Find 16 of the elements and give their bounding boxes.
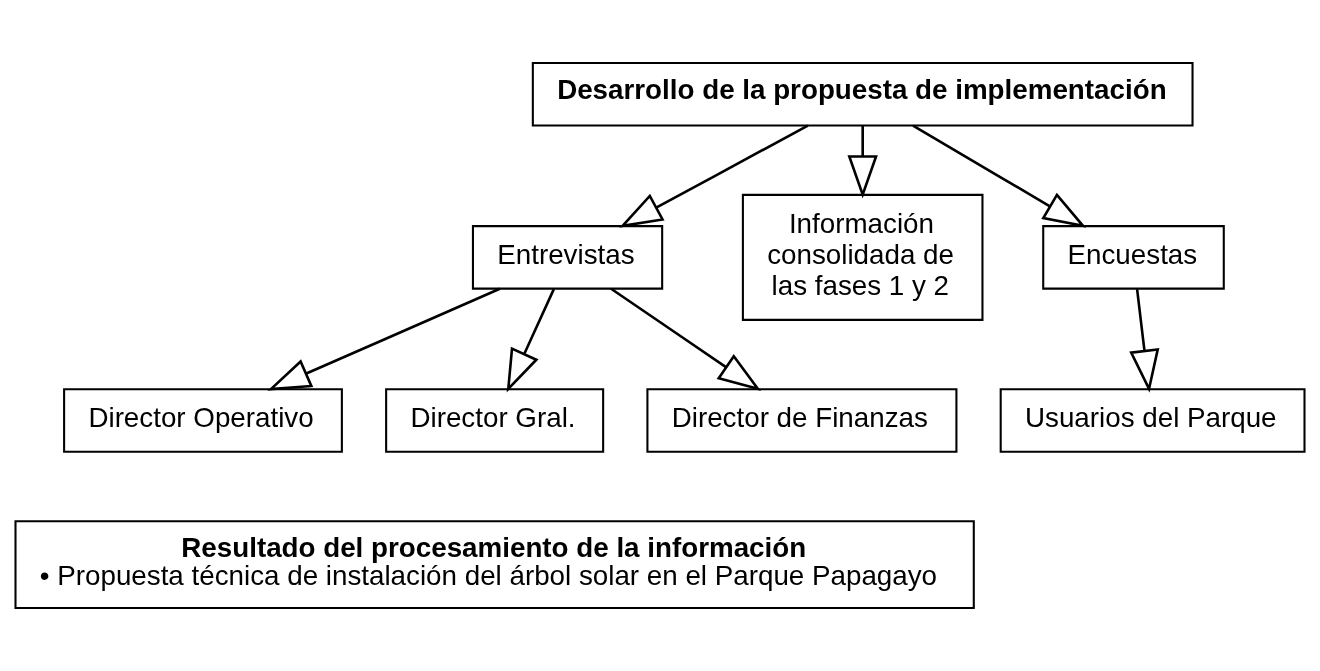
- arrow: [1129, 289, 1160, 393]
- arrow: [506, 288, 556, 393]
- node-box: Información consolidada de las fases 1 y 2: [741, 193, 984, 321]
- arrow: [912, 124, 1087, 228]
- node-box: Director de Finanzas: [646, 388, 958, 453]
- node-box: Director Gral.: [385, 388, 605, 453]
- node-box: Director Operativo: [63, 388, 343, 453]
- node-box: Desarrollo de la propuesta de implementación: [531, 61, 1194, 127]
- node-box: Entrevistas: [471, 225, 664, 290]
- node-box: Usuarios del Parque: [999, 388, 1306, 453]
- arrow: [610, 287, 762, 391]
- arrow: [619, 124, 809, 228]
- node-box: Encuestas: [1042, 225, 1225, 290]
- arrow: [267, 287, 501, 391]
- arrow: [847, 125, 878, 199]
- node-box: Resultado del procesamiento de la información • Propuesta técnica de instalación del árbol solar en el Parque Papagayo: [14, 520, 975, 610]
